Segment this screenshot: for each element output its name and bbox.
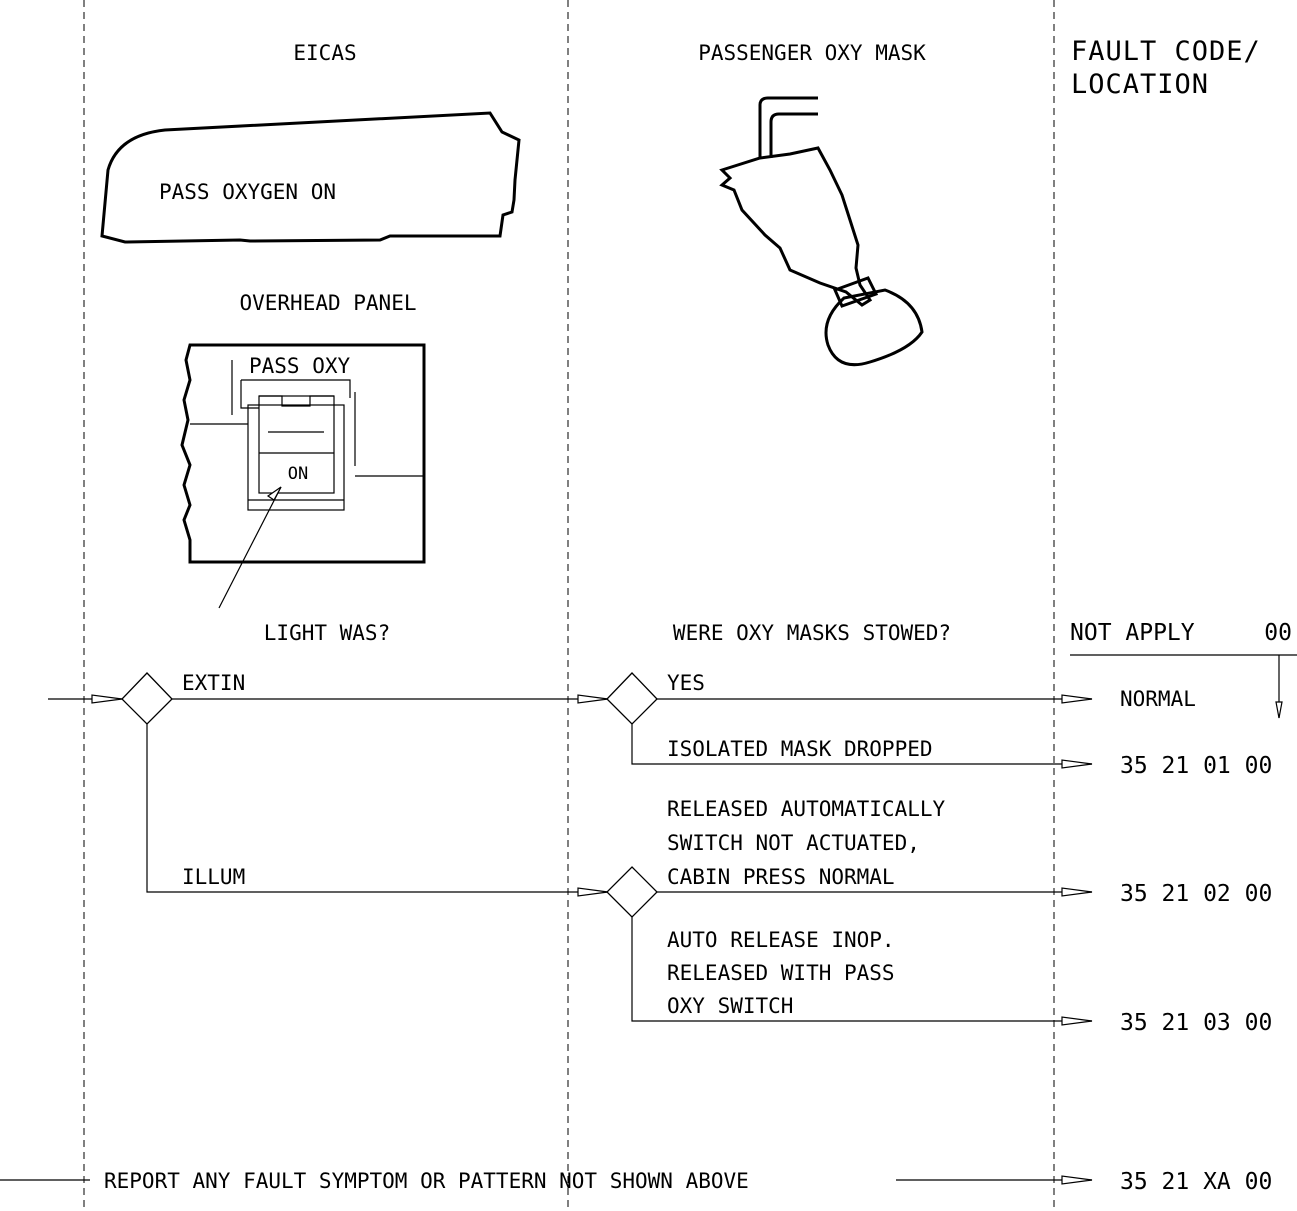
light-decision-diamond xyxy=(121,672,173,725)
auto-inop-arrowhead xyxy=(1061,1016,1093,1026)
extin-label: EXTIN xyxy=(182,671,245,695)
code-35-21-03-00: 35 21 03 00 xyxy=(1120,1010,1272,1036)
eicas-message: PASS OXYGEN ON xyxy=(159,180,336,204)
eicas-display-outline xyxy=(100,111,521,244)
not-apply-label: NOT APPLY xyxy=(1070,620,1195,646)
auto-inop-line1: AUTO RELEASE INOP. xyxy=(667,928,895,952)
masks-question: WERE OXY MASKS STOWED? xyxy=(673,621,951,645)
released-auto-line3: CABIN PRESS NORMAL xyxy=(667,865,895,889)
yes-arrowhead xyxy=(1061,694,1093,704)
entry-arrowhead xyxy=(91,694,123,704)
isolated-label: ISOLATED MASK DROPPED xyxy=(667,737,933,761)
light-leader-line xyxy=(218,486,282,609)
overhead-panel-title: OVERHEAD PANEL xyxy=(239,291,416,315)
released-auto-line1: RELEASED AUTOMATICALLY xyxy=(667,797,946,821)
yes-label: YES xyxy=(667,671,705,695)
light-leader-arrowhead xyxy=(266,486,282,501)
illum-arrowhead xyxy=(577,887,609,897)
isolated-line xyxy=(631,724,1092,765)
not-apply-arrowhead xyxy=(1275,701,1283,719)
code-35-21-02-00: 35 21 02 00 xyxy=(1120,881,1272,907)
masks-stowed-diamond-1 xyxy=(606,672,658,725)
auto-inop-line2: RELEASED WITH PASS xyxy=(667,961,895,985)
switch-label: PASS OXY xyxy=(249,354,351,378)
isolated-arrowhead xyxy=(1061,759,1093,769)
masks-stowed-diamond-2 xyxy=(606,866,658,918)
extin-arrowhead xyxy=(577,694,609,704)
illum-label: ILLUM xyxy=(182,865,245,889)
illum-line xyxy=(146,724,608,893)
overhead-panel-drawing xyxy=(180,343,426,564)
report-label: REPORT ANY FAULT SYMPTOM OR PATTERN NOT … xyxy=(104,1169,749,1193)
mask-header: PASSENGER OXY MASK xyxy=(698,41,926,65)
normal-result: NORMAL xyxy=(1120,687,1196,711)
auto-inop-line3: OXY SWITCH xyxy=(667,994,793,1018)
eicas-header: EICAS xyxy=(293,41,356,65)
released-auto-line2: SWITCH NOT ACTUATED, xyxy=(667,831,920,855)
code-35-21-xa-00: 35 21 XA 00 xyxy=(1120,1169,1272,1195)
light-question: LIGHT WAS? xyxy=(264,621,390,645)
auto-inop-line xyxy=(631,917,1092,1022)
report-arrowhead xyxy=(1061,1175,1093,1185)
switch-state: ON xyxy=(288,464,308,484)
fault-code-header-line1: FAULT CODE/ xyxy=(1071,36,1261,67)
code-35-21-01-00: 35 21 01 00 xyxy=(1120,753,1272,779)
not-apply-code: 00 xyxy=(1264,620,1292,646)
oxy-mask-drawing xyxy=(719,96,924,367)
released-auto-arrowhead xyxy=(1061,887,1093,897)
fault-code-header-line2: LOCATION xyxy=(1071,69,1209,100)
